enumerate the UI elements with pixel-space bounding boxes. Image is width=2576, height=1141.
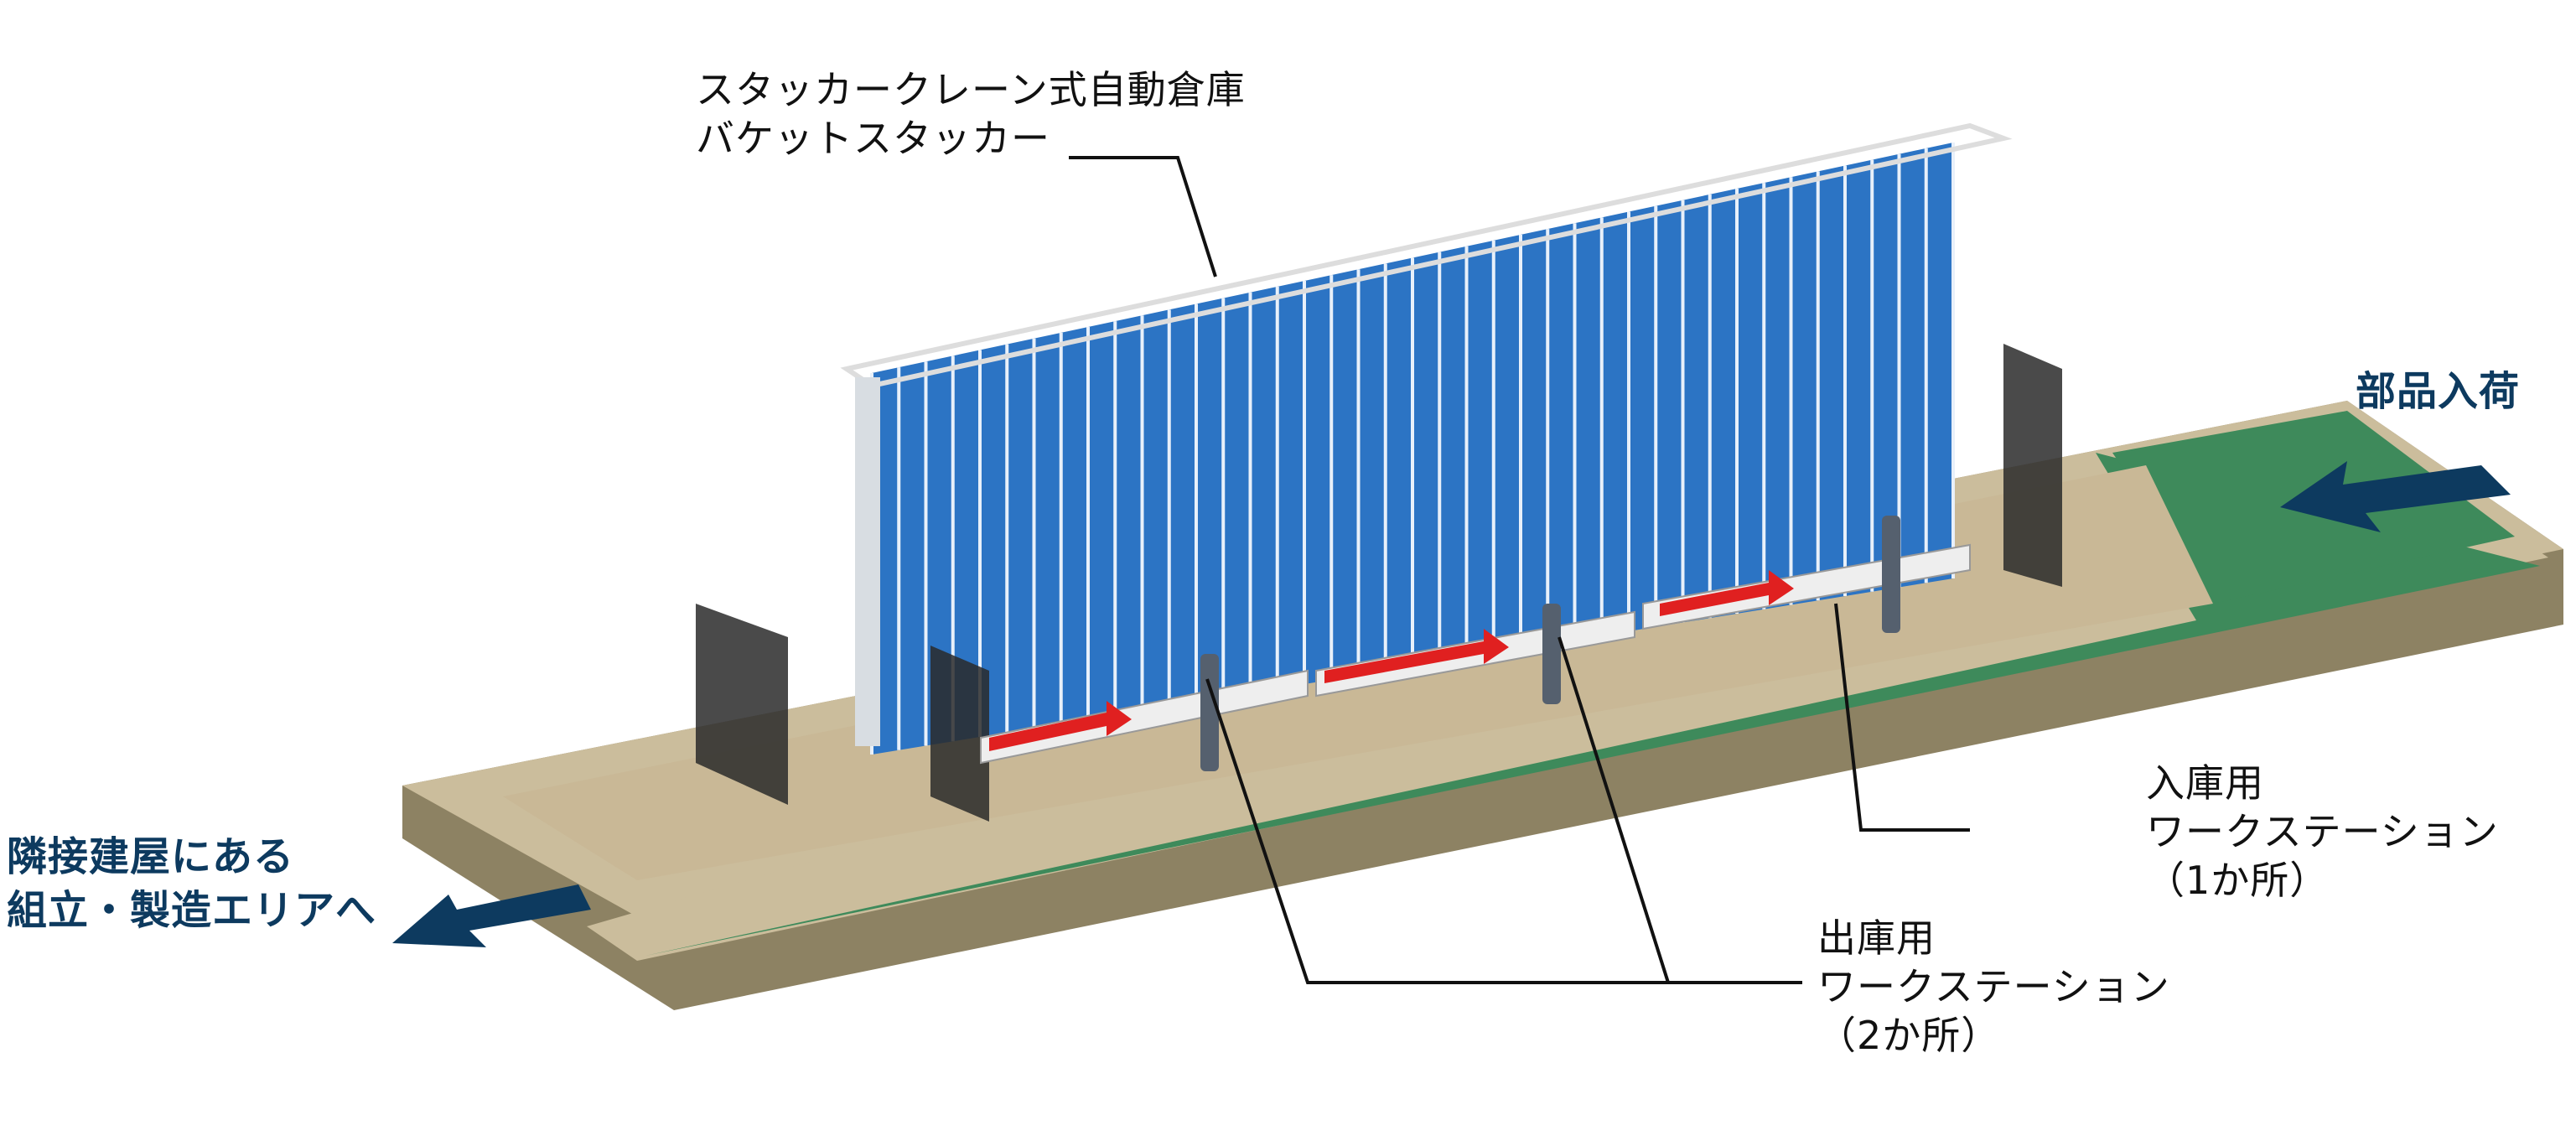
outbound-workstation-label: 出庫用 ワークステーション （2か所） — [1817, 914, 2170, 1060]
crane-mast — [855, 377, 880, 746]
workers — [1200, 516, 1900, 771]
leader-lines — [1069, 156, 1970, 984]
safety-fence — [696, 344, 2062, 822]
to-assembly-line1: 隣接建屋にある — [7, 833, 295, 880]
warehouse-label-line2: バケットスタッカー — [696, 116, 1050, 161]
to-assembly-label: 隣接建屋にある 組立・製造エリアへ — [7, 830, 376, 937]
inbound-workstation-label: 入庫用 ワークステーション （1か所） — [2146, 759, 2499, 905]
incoming-parts-label: 部品入荷 — [2356, 368, 2521, 415]
warehouse-label-line1: スタッカークレーン式自動倉庫 — [696, 67, 1246, 112]
outgoing-arrow — [392, 884, 591, 947]
incoming-arrow — [2280, 461, 2511, 532]
inbound-ws-line1: 入庫用 — [2146, 760, 2264, 806]
flow-arrows — [989, 570, 1794, 751]
outbound-ws-line1: 出庫用 — [1817, 915, 1936, 961]
outbound-ws-line3: （2か所） — [1817, 1013, 2001, 1058]
inbound-ws-line2: ワークステーション — [2146, 809, 2499, 854]
inbound-ws-line3: （1か所） — [2146, 858, 2330, 903]
outbound-ws-line2: ワークステーション — [1817, 964, 2170, 1009]
warehouse-label: スタッカークレーン式自動倉庫 バケットスタッカー — [696, 65, 1246, 163]
to-assembly-line2: 組立・製造エリアへ — [7, 887, 377, 934]
